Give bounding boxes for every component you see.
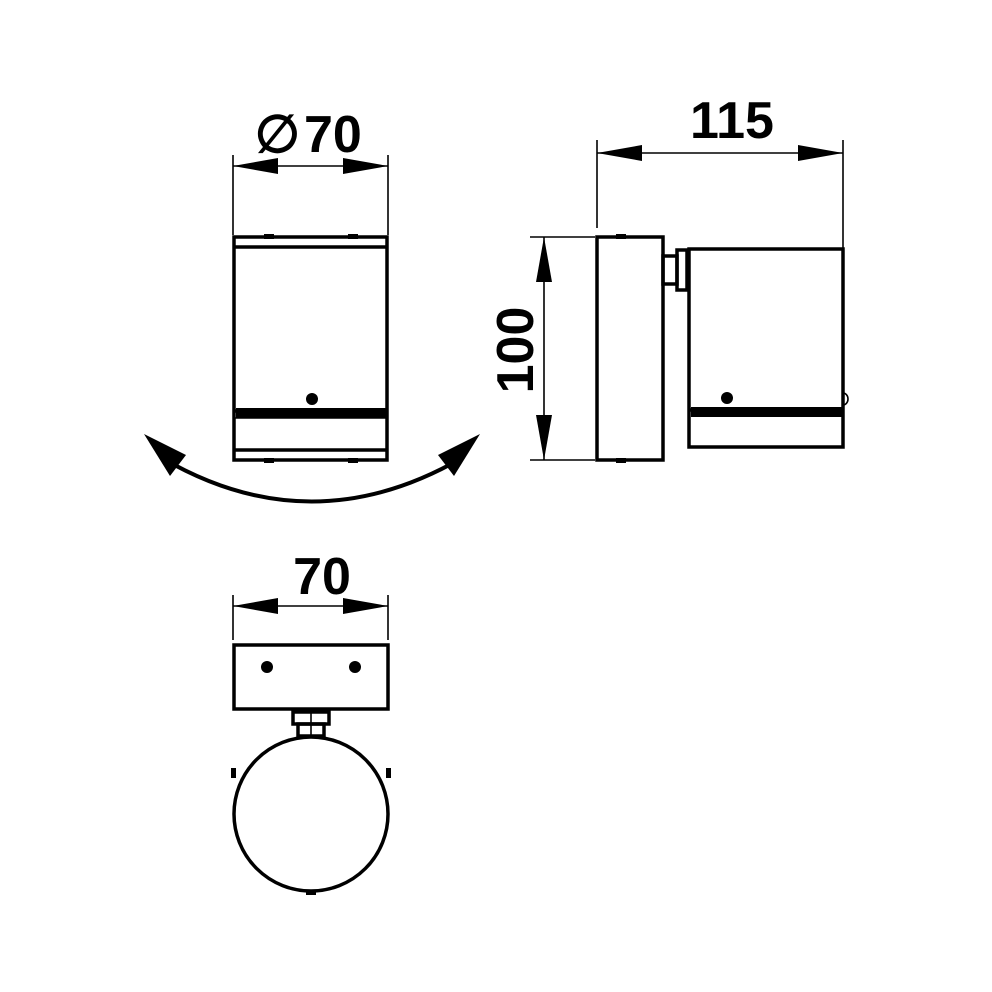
- front-view: ∅ 70: [144, 106, 480, 504]
- side-wall-plate: [595, 235, 665, 462]
- side-depth-dimension: 115: [596, 92, 844, 250]
- side-joint: [661, 248, 689, 292]
- diameter-symbol: ∅: [255, 106, 300, 164]
- front-screw-dot: [306, 393, 318, 405]
- side-view: 115 100: [487, 92, 849, 463]
- side-height-label: 100: [487, 307, 545, 394]
- front-width-dimension: ∅ 70: [232, 106, 389, 235]
- double-headed-curved-arrow-icon: [144, 434, 480, 504]
- side-height-dimension: 100: [487, 236, 595, 461]
- bottom-width-dimension: 70: [232, 548, 389, 640]
- bottom-joint: [291, 710, 331, 738]
- side-depth-label: 115: [690, 92, 774, 150]
- bottom-lamp-head: [232, 735, 390, 893]
- front-body: [232, 234, 389, 463]
- side-screw-dot: [721, 392, 733, 404]
- side-lamp-head: [687, 247, 849, 449]
- bottom-view: 70: [231, 548, 391, 895]
- bottom-width-label: 70: [293, 548, 351, 606]
- front-width-label: 70: [304, 106, 362, 164]
- bottom-wall-plate: [232, 643, 390, 711]
